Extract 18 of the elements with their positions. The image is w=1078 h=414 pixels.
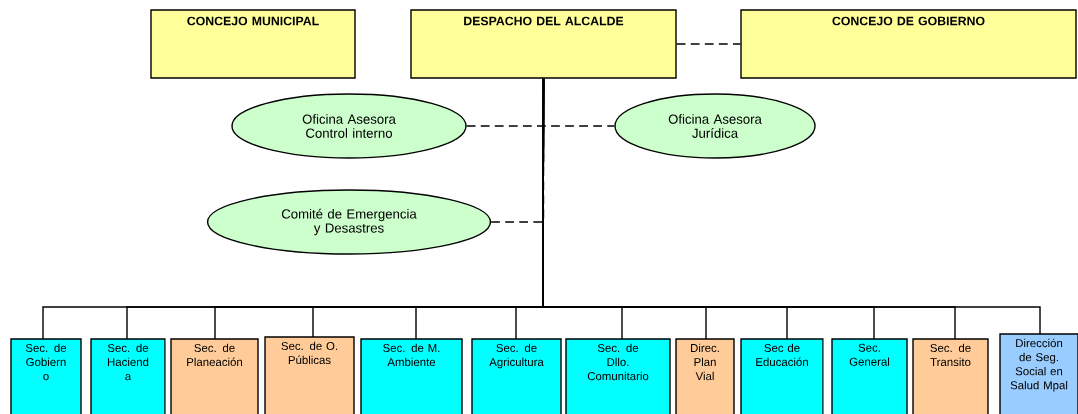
department-box: Sec de Educación (740, 338, 824, 414)
department-box: Sec. de Haciend a (90, 338, 166, 414)
department-box: Sec. de Agricultura (471, 338, 562, 414)
department-box: Sec. de M. Ambiente (360, 338, 463, 414)
office-box: CONCEJO DE GOBIERNO (740, 9, 1077, 79)
office-box: DESPACHO DEL ALCALDE (410, 9, 677, 79)
office-box: CONCEJO MUNICIPAL (150, 9, 356, 79)
dashed-connector (466, 125, 615, 127)
dashed-connector (676, 43, 741, 45)
department-box: Dirección de Seg. Social en Salud Mpal (999, 333, 1078, 414)
department-box: Direc. Plan Vial (675, 338, 735, 414)
department-box: Sec. de O. Públicas (264, 336, 355, 414)
department-box: Sec. General (831, 338, 908, 414)
department-box: Sec. de Gobiern o (10, 338, 82, 414)
department-box: Sec. de Planeación (170, 338, 259, 414)
connector-line (542, 78, 1041, 335)
department-box: Sec. de Dllo. Comunitario (565, 338, 671, 414)
department-box: Sec. de Transito (912, 338, 989, 414)
